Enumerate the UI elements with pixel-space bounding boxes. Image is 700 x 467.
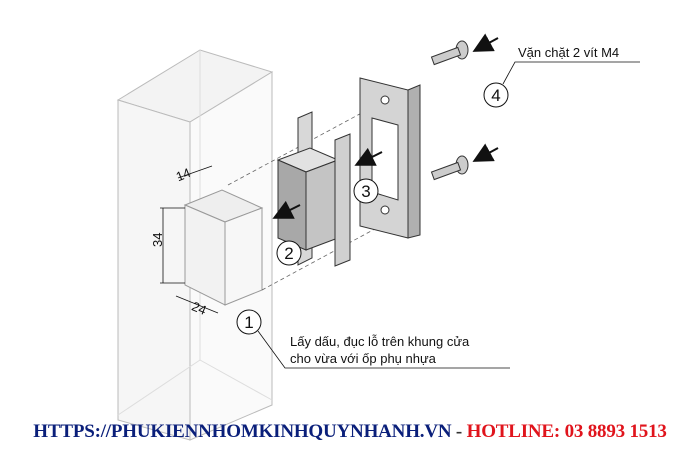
svg-text:4: 4	[491, 86, 500, 105]
svg-text:3: 3	[361, 182, 370, 201]
step-1-text-line1: Lấy dấu, đục lỗ trên khung cửa	[290, 334, 470, 349]
plastic-box	[276, 111, 351, 267]
svg-text:1: 1	[244, 313, 253, 332]
screw-bottom	[430, 155, 469, 181]
footer-separator: -	[451, 421, 467, 442]
dimension-depth: 14	[174, 165, 193, 184]
footer-banner: HTTPS://PHUKIENNHOMKINHQUYNHANH.VN - HOT…	[0, 421, 700, 443]
step-1-text-line2: cho vừa với ốp phụ nhựa	[290, 351, 437, 366]
dimension-lines	[160, 165, 219, 314]
hotline: HOTLINE: 03 8893 1513	[466, 421, 667, 442]
screw-top	[430, 40, 469, 66]
dimension-height: 34	[150, 233, 165, 247]
leader-lines	[257, 61, 640, 369]
step-4-text: Vặn chặt 2 vít M4	[518, 45, 619, 60]
arrows	[272, 33, 499, 219]
dimension-width: 24	[190, 299, 209, 318]
mortise-pocket	[183, 189, 264, 306]
website-url[interactable]: HTTPS://PHUKIENNHOMKINHQUYNHANH.VN	[33, 421, 452, 442]
step-3-marker: 3	[353, 178, 379, 204]
step-4-marker: 4	[483, 82, 509, 108]
step-2-marker: 2	[276, 240, 302, 266]
step-1-marker: 1	[236, 309, 262, 335]
svg-text:2: 2	[284, 244, 293, 263]
